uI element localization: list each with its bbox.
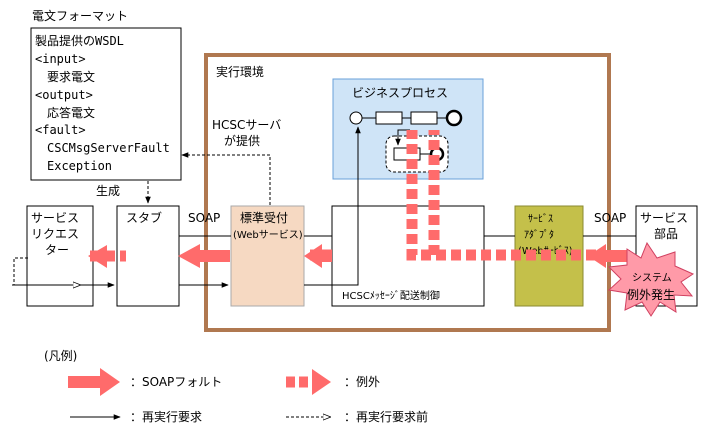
adapter-label: ｻｰﾋﾞｽ [528, 213, 553, 225]
receiver-label: (Webサービス) [233, 229, 303, 241]
service-part-label: 部品 [654, 226, 678, 241]
service-requester-box: サービス リクエス ター [26, 205, 94, 307]
exception-arrow-head [88, 245, 107, 268]
legend-pre-retry-label: ：再実行要求前 [344, 409, 428, 424]
system-exception-burst: システム 例外発生 [607, 241, 695, 317]
wsdl-line: Exception [35, 159, 112, 173]
execution-environment-frame [204, 53, 611, 332]
wsdl-line: CSCMsgServerFault [35, 141, 170, 155]
retry-request-arrow [304, 126, 361, 286]
end-node-icon [445, 109, 463, 127]
legend-soap-fault-label: ：SOAPフォルト [130, 375, 222, 389]
generate-label: 生成 [96, 184, 120, 198]
wsdl-line: <output> [35, 88, 93, 102]
hcsc-message-label: HCSCﾒｯｾｰｼﾞ配送制御 [342, 289, 440, 302]
provides-wsdl-arrow [181, 152, 271, 205]
wsdl-box: 製品提供のWSDL <input> 要求電文 <output> 応答電文 <fa… [30, 27, 182, 181]
receiver-label: 標準受付 [240, 210, 288, 225]
wsdl-line: <fault> [35, 123, 86, 137]
legend-exception-label: ：例外 [344, 375, 380, 389]
hcsc-server-label: HCSCサーバ [212, 118, 281, 132]
service-part-label: サービス [640, 211, 688, 225]
requester-label: リクエス [31, 227, 79, 241]
legend-exception-arrow-head [312, 369, 331, 395]
activity-node-icon [375, 111, 403, 125]
wsdl-line: <input> [35, 52, 86, 66]
legend-retry-label: ：再実行要求 [130, 409, 202, 424]
format-title: 電文フォーマット [32, 8, 128, 23]
stub-label: スタブ [126, 210, 162, 225]
adapter-label: ｱﾀﾞﾌﾟﾀ [524, 229, 554, 241]
start-node-icon [349, 111, 363, 125]
stub-box: スタブ [116, 205, 180, 307]
activity-node-icon [410, 111, 438, 125]
wsdl-line: 応答電文 [35, 105, 95, 120]
requester-label: ター [45, 243, 69, 257]
legend-soap-fault-icon [68, 368, 120, 396]
pre-retry-request-line [13, 257, 50, 286]
hcsc-server-label: が提供 [224, 133, 260, 148]
soap-fault-arrows [178, 244, 630, 268]
burst-label: システム [632, 272, 672, 284]
soap-label-left: SOAP [188, 211, 220, 225]
legend-title: (凡例) [44, 349, 77, 363]
business-process-label: ビジネスプロセス [352, 86, 448, 100]
standard-receiver-box: 標準受付 (Webサービス) [230, 205, 305, 307]
burst-label: 例外発生 [627, 288, 675, 302]
wsdl-line: 要求電文 [35, 69, 95, 84]
wsdl-line: 製品提供のWSDL [35, 33, 124, 48]
requester-label: サービス [31, 211, 79, 225]
env-label: 実行環境 [216, 64, 264, 79]
soap-label-right: SOAP [594, 211, 626, 225]
